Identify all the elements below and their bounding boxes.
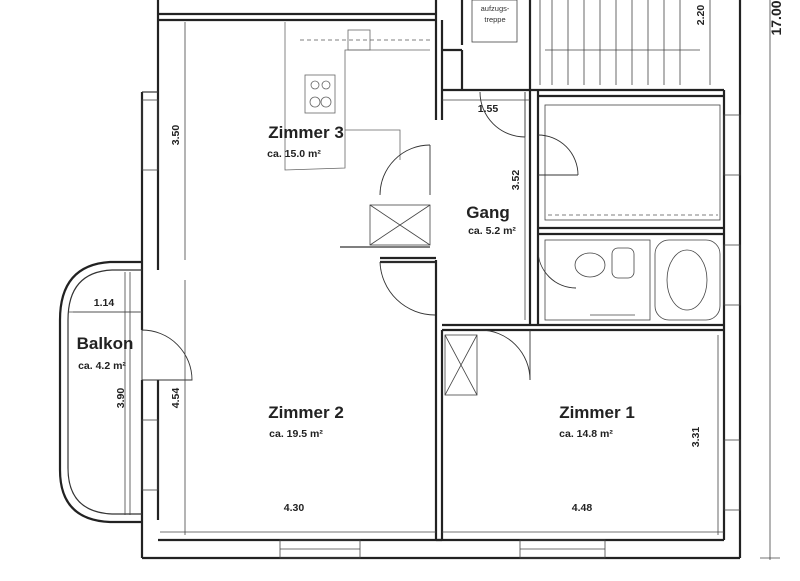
zimmer3-area: ca. 15.0 m² [267,148,321,160]
dim-zimmer3-height: 3.50 [170,125,182,146]
outer-walls [140,0,742,560]
zimmer1-name: Zimmer 1 [559,403,635,422]
closet-zimmer3 [340,204,431,248]
dim-zimmer1-width: 4.48 [572,502,593,514]
dim-overall-height: 17.00 [768,0,784,35]
zimmer2-name: Zimmer 2 [268,403,344,422]
zimmer3-name: Zimmer 3 [268,123,344,142]
stair [471,0,700,85]
dim-zimmer1-height: 3.31 [690,427,702,448]
bathroom-fixtures [544,104,721,321]
gang-name: Gang [466,203,509,222]
dim-gang-width: 1.55 [478,103,499,115]
doors [379,91,579,381]
gang-area: ca. 5.2 m² [468,225,516,237]
dim-balkon-width: 1.14 [94,297,115,309]
dim-zimmer2-width: 4.30 [284,502,305,514]
balkon-area: ca. 4.2 m² [78,360,126,372]
closet-zimmer1 [444,334,478,396]
stair-label-line2: treppe [484,15,505,24]
dim-zimmer2-height: 4.54 [170,388,182,409]
stair-label-line1: aufzugs- [481,4,510,13]
dim-balkon-height: 3.90 [115,388,127,409]
zimmer2-area: ca. 19.5 m² [269,428,323,440]
dim-stair-height: 2.20 [695,5,707,26]
interior-walls [380,0,724,542]
dim-gang-height: 3.52 [510,170,522,191]
kitchen-sketch [284,22,430,171]
balkon-name: Balkon [77,334,134,353]
zimmer1-area: ca. 14.8 m² [559,428,613,440]
dimension-lines [73,0,780,560]
